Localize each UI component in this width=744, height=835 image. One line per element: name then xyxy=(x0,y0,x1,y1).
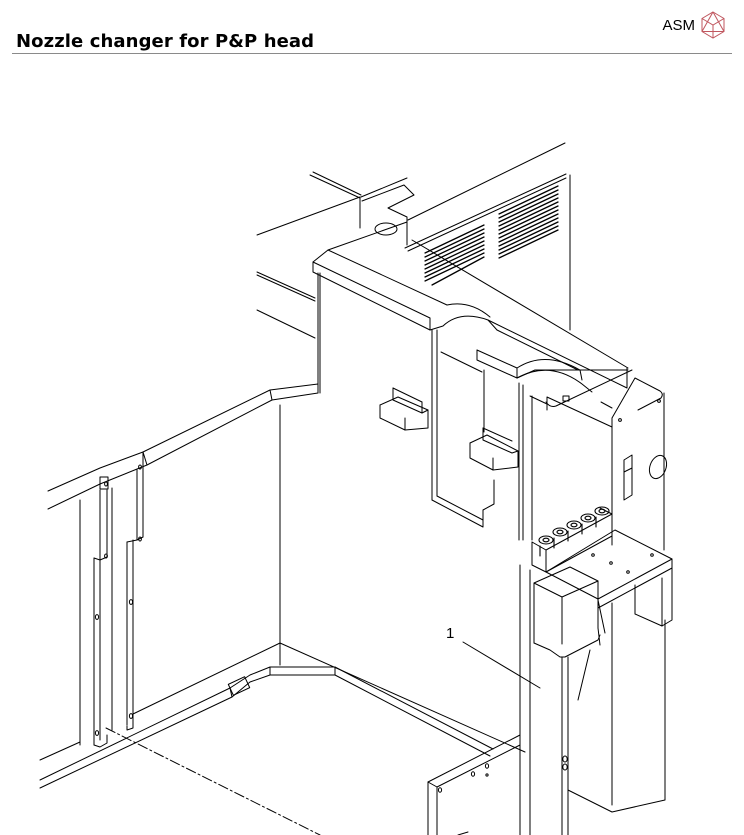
shelf-plate xyxy=(545,529,673,627)
callout-label-1: 1 xyxy=(446,625,454,642)
frame-rail-lower xyxy=(39,642,526,789)
mounting-bracket-right xyxy=(469,427,519,471)
side-housing xyxy=(545,369,668,551)
header-divider xyxy=(12,53,732,54)
asm-logo-icon xyxy=(701,11,725,39)
frame-uprights xyxy=(79,464,144,748)
mounting-bracket-left xyxy=(379,387,429,431)
nozzle-holder xyxy=(538,506,610,557)
top-beam xyxy=(312,221,629,393)
frame-rail-upper xyxy=(47,383,319,510)
brand-name: ASM xyxy=(662,16,695,34)
page-title: Nozzle changer for P&P head xyxy=(16,31,315,52)
rear-wall-panel xyxy=(279,272,548,666)
nozzle-changer-column xyxy=(519,564,666,835)
brand: ASM xyxy=(662,11,726,39)
callout-leader-1 xyxy=(462,641,541,689)
machine-housing xyxy=(256,142,571,339)
front-lower-panel xyxy=(427,734,521,835)
center-line xyxy=(105,727,321,835)
nozzle-holder-rack xyxy=(531,506,613,573)
nozzle-changer-drawing: 1 xyxy=(39,142,673,835)
page-header: Nozzle changer for P&P head ASM xyxy=(0,0,744,56)
waste-bin xyxy=(533,566,606,701)
ventilation-grille xyxy=(424,185,559,286)
